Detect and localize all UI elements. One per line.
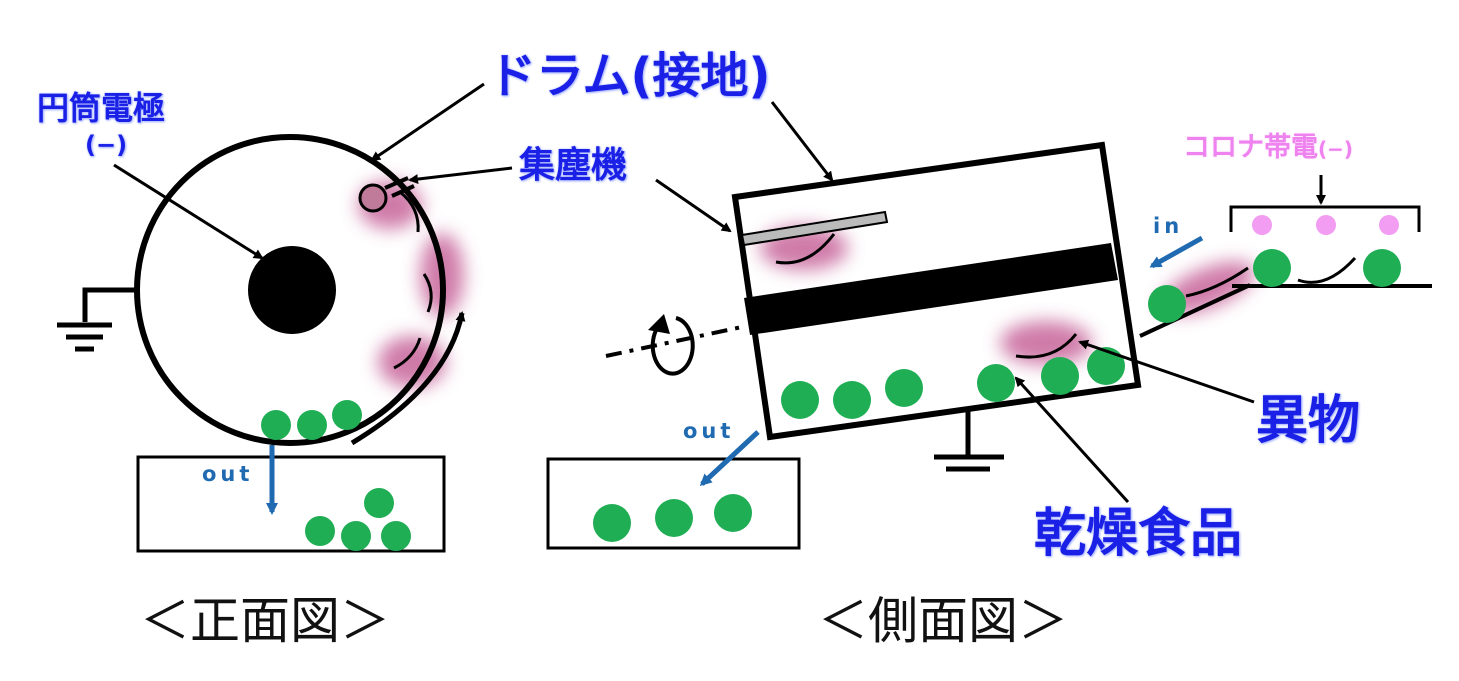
out-label-side: out xyxy=(683,419,735,443)
drum-label: ドラム(接地) xyxy=(488,48,771,104)
food-in-output-front xyxy=(305,488,411,551)
dust-collector-label: 集塵機 xyxy=(519,145,628,186)
collector-pointer-arrow-front xyxy=(408,166,513,185)
dried-food-pointer-arrow xyxy=(1014,376,1130,504)
collector-pointer-arrow-side xyxy=(655,178,732,233)
electrode-pointer-arrow xyxy=(113,163,264,260)
out-label-front: out xyxy=(202,462,254,486)
front-view-caption: ＜正面図＞ xyxy=(140,592,390,650)
side-view-caption: ＜側面図＞ xyxy=(818,592,1068,650)
electrode-band xyxy=(744,243,1118,335)
front-view xyxy=(57,82,513,553)
output-box-side xyxy=(546,457,801,550)
output-box-front xyxy=(136,455,446,553)
in-label: in xyxy=(1153,214,1184,238)
corona-dots xyxy=(1252,215,1399,235)
side-ground-symbol xyxy=(934,410,1004,472)
foreign-matter-label: 異物 xyxy=(1256,391,1361,451)
corona-charge-label: コロナ帯電(−) xyxy=(1183,134,1353,161)
drum-pointer-arrow xyxy=(370,82,485,162)
cylinder-electrode xyxy=(248,246,336,334)
rotation-symbol xyxy=(650,316,695,376)
food-on-feeder xyxy=(1148,249,1401,323)
corona-bracket xyxy=(1229,205,1421,232)
cylinder-electrode-label: 円筒電極 xyxy=(37,89,166,127)
food-in-drum-side xyxy=(781,347,1125,419)
drum-box-side xyxy=(731,141,1142,441)
dust-collector-front xyxy=(358,176,415,213)
food-in-output-side xyxy=(593,494,752,542)
feeder-belt xyxy=(1139,283,1251,338)
corona-charge-text: コロナ帯電 xyxy=(1183,132,1318,163)
foreign-matter-front xyxy=(393,190,433,370)
collector-bar xyxy=(740,210,889,247)
rotation-axis xyxy=(605,325,743,358)
drum-pointer-arrow-side xyxy=(770,101,834,182)
front-ground-symbol xyxy=(57,287,137,352)
food-on-drum xyxy=(261,400,362,440)
side-view xyxy=(546,101,1432,550)
foreign-matter-side xyxy=(775,233,1357,359)
dried-food-label: 乾燥食品 xyxy=(1034,504,1243,564)
foreign-matter-pointer-arrow xyxy=(1078,339,1255,404)
in-arrow xyxy=(1149,235,1204,269)
cylinder-electrode-sign: (−) xyxy=(85,131,128,159)
rotation-arrow-front xyxy=(350,311,466,446)
rotation-symbol-head xyxy=(648,314,670,334)
corona-charge-sign: (−) xyxy=(1318,137,1354,161)
out-arrow-side xyxy=(699,430,760,487)
